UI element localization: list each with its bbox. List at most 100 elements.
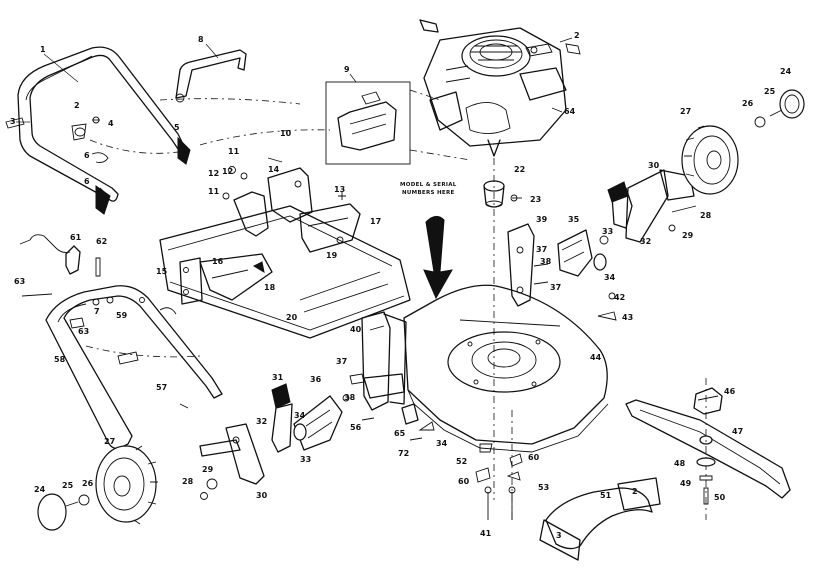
callout-34: 34 bbox=[604, 273, 616, 282]
callout-42: 42 bbox=[614, 293, 625, 302]
height-adjuster-right bbox=[507, 169, 697, 321]
wheel-right bbox=[681, 89, 805, 195]
callout-61: 61 bbox=[70, 233, 82, 242]
callout-40: 40 bbox=[350, 325, 362, 334]
callout-59: 59 bbox=[116, 311, 128, 320]
height-adjuster-left bbox=[199, 373, 375, 500]
callout-35: 35 bbox=[568, 215, 580, 224]
callout-33: 33 bbox=[602, 227, 613, 236]
callout-29: 29 bbox=[682, 231, 694, 240]
callout-37: 37 bbox=[550, 283, 561, 292]
callout-19: 19 bbox=[326, 251, 338, 260]
svg-text:2: 2 bbox=[632, 487, 638, 496]
note-line-2: NUMBERS HERE bbox=[402, 190, 455, 196]
callout-labels: 1 2 2 3 4 5 6 6 7 8 9 10 11 11 12 12 13 … bbox=[10, 31, 792, 538]
callout-6: 6 bbox=[84, 177, 90, 186]
callout-2: 2 bbox=[74, 101, 80, 110]
callout-44: 44 bbox=[590, 353, 602, 362]
blade bbox=[625, 378, 791, 520]
callout-31: 31 bbox=[272, 373, 284, 382]
callout-60: 60 bbox=[458, 477, 470, 486]
callout-15: 15 bbox=[156, 267, 168, 276]
callout-51: 51 bbox=[600, 491, 612, 500]
callout-30: 30 bbox=[648, 161, 660, 170]
callout-17: 17 bbox=[370, 217, 381, 226]
callout-25: 25 bbox=[62, 481, 74, 490]
callout-1: 1 bbox=[40, 45, 46, 54]
callout-34: 34 bbox=[294, 411, 306, 420]
callout-8: 8 bbox=[198, 35, 204, 44]
grass-deflector: 2 3 bbox=[539, 477, 661, 561]
callout-36: 36 bbox=[310, 375, 322, 384]
callout-28: 28 bbox=[182, 477, 194, 486]
callout-62: 62 bbox=[96, 237, 107, 246]
callout-50: 50 bbox=[714, 493, 726, 502]
callout-28: 28 bbox=[700, 211, 712, 220]
callout-9: 9 bbox=[344, 65, 350, 74]
callout-26: 26 bbox=[742, 99, 754, 108]
callout-52: 52 bbox=[456, 457, 467, 466]
callout-26: 26 bbox=[82, 479, 94, 488]
callout-60: 60 bbox=[528, 453, 540, 462]
rear-door-assembly bbox=[159, 205, 411, 339]
mower-deck bbox=[403, 158, 609, 500]
callout-32: 32 bbox=[640, 237, 651, 246]
handle-brackets bbox=[222, 157, 361, 253]
callout-30: 30 bbox=[256, 491, 268, 500]
callout-24: 24 bbox=[780, 67, 792, 76]
throttle-control-bracket bbox=[175, 43, 247, 103]
callout-39: 39 bbox=[536, 215, 548, 224]
lower-hardware bbox=[475, 410, 523, 520]
inset-detail-box bbox=[325, 73, 471, 165]
callout-5: 5 bbox=[174, 123, 180, 132]
callout-41: 41 bbox=[480, 529, 492, 538]
callout-27: 27 bbox=[680, 107, 691, 116]
callout-16: 16 bbox=[212, 257, 224, 266]
svg-text:3: 3 bbox=[556, 531, 562, 540]
callout-33: 33 bbox=[300, 455, 311, 464]
callout-6: 6 bbox=[84, 151, 90, 160]
callout-37: 37 bbox=[336, 357, 347, 366]
model-serial-note: MODEL & SERIAL NUMBERS HERE bbox=[400, 182, 456, 300]
callout-14: 14 bbox=[268, 165, 280, 174]
callout-13: 13 bbox=[334, 185, 345, 194]
callout-72: 72 bbox=[398, 449, 409, 458]
callout-37: 37 bbox=[536, 245, 547, 254]
callout-25: 25 bbox=[764, 87, 776, 96]
callout-23: 23 bbox=[530, 195, 541, 204]
callout-2: 2 bbox=[574, 31, 580, 40]
throttle-cable bbox=[19, 234, 101, 297]
callout-32: 32 bbox=[256, 417, 267, 426]
callout-58: 58 bbox=[54, 355, 66, 364]
callout-38: 38 bbox=[344, 393, 356, 402]
callout-65: 65 bbox=[394, 429, 406, 438]
callout-22: 22 bbox=[514, 165, 525, 174]
callout-34: 34 bbox=[436, 439, 448, 448]
lower-handle bbox=[45, 285, 223, 450]
callout-63: 63 bbox=[78, 327, 89, 336]
callout-38: 38 bbox=[540, 257, 552, 266]
callout-49: 49 bbox=[680, 479, 692, 488]
callout-63: 63 bbox=[14, 277, 25, 286]
callout-46: 46 bbox=[724, 387, 736, 396]
callout-64: 64 bbox=[564, 107, 576, 116]
callout-53: 53 bbox=[538, 483, 549, 492]
callout-24: 24 bbox=[34, 485, 46, 494]
callout-43: 43 bbox=[622, 313, 633, 322]
engine bbox=[419, 19, 581, 157]
callout-11: 11 bbox=[208, 187, 220, 196]
callout-57: 57 bbox=[156, 383, 167, 392]
blade-adapter-upper bbox=[483, 180, 522, 208]
callout-10: 10 bbox=[280, 129, 292, 138]
callout-3: 3 bbox=[10, 117, 16, 126]
callout-20: 20 bbox=[286, 313, 298, 322]
callout-11: 11 bbox=[228, 147, 240, 156]
callout-12: 12 bbox=[208, 169, 219, 178]
callout-18: 18 bbox=[264, 283, 276, 292]
callout-29: 29 bbox=[202, 465, 214, 474]
callout-56: 56 bbox=[350, 423, 362, 432]
callout-31: 31 bbox=[616, 189, 628, 198]
callout-7: 7 bbox=[94, 307, 100, 316]
